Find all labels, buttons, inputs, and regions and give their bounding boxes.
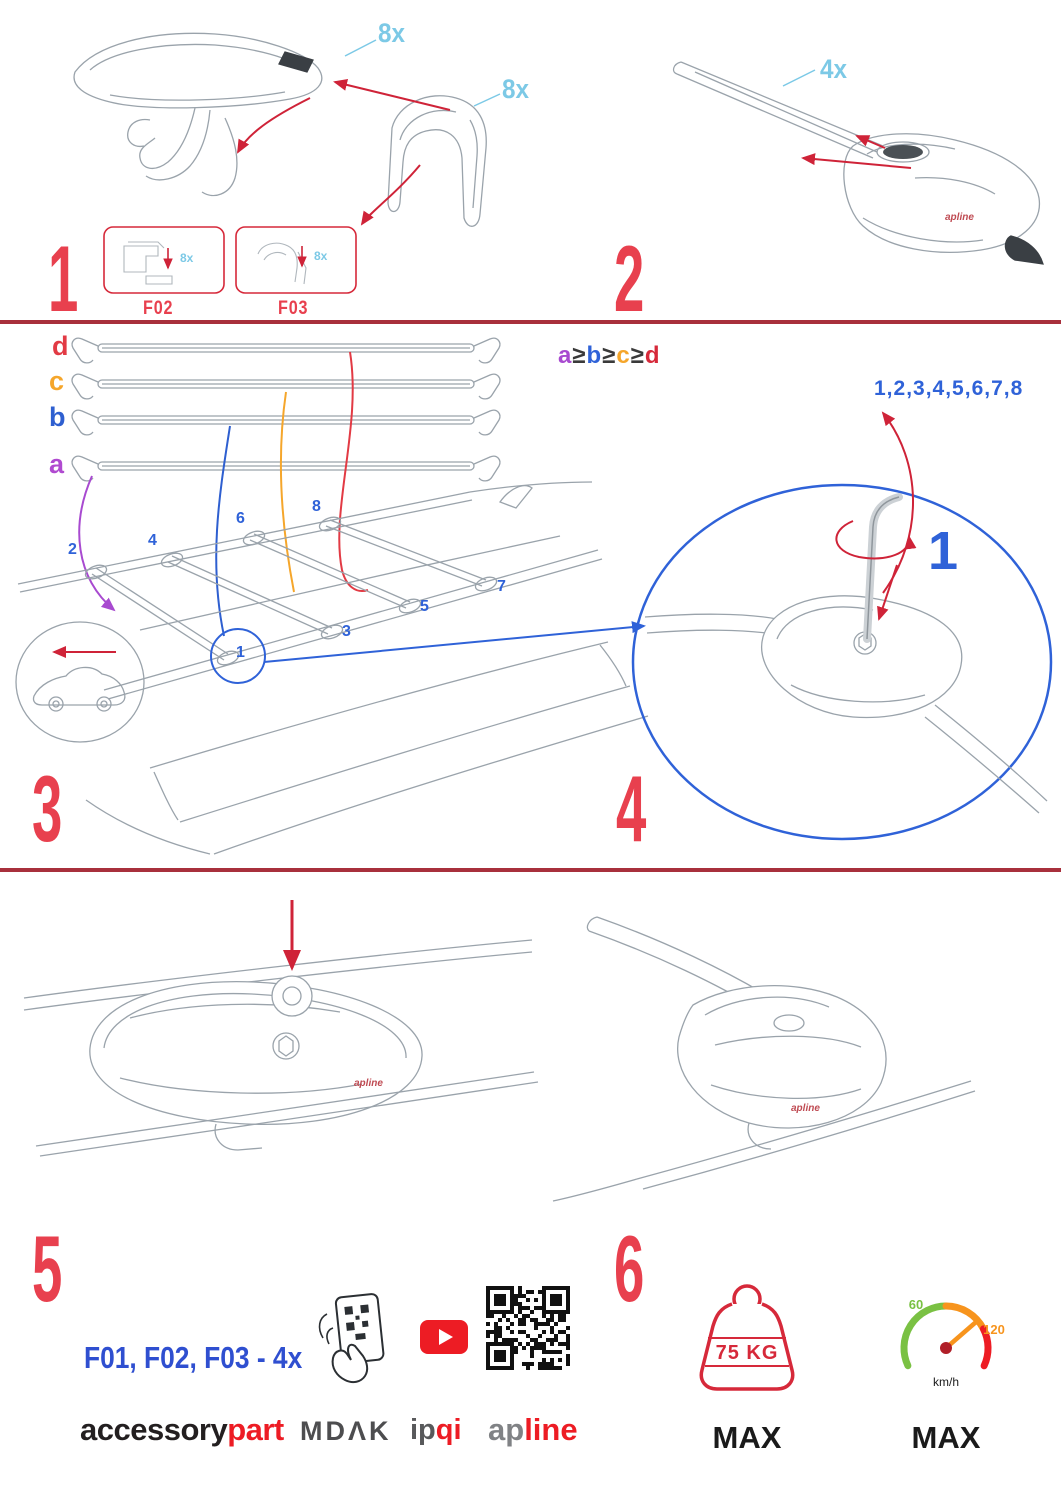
qty-label-endcap: 4x	[820, 54, 848, 84]
inset-arrows	[163, 246, 307, 270]
inset-1-part-code: F02	[143, 298, 174, 319]
position-6: 6	[236, 510, 245, 527]
bar-label-b: b	[49, 402, 66, 432]
youtube-icon	[420, 1320, 468, 1354]
fittings-quantity-note: F01, F02, F03 - 4x	[84, 1340, 303, 1375]
bar-insert-arrows	[801, 135, 912, 169]
position-5: 5	[420, 598, 429, 615]
car-roof-drawing	[17, 481, 649, 855]
clamp-brand-mark: apline	[354, 1078, 383, 1089]
inset-boxes	[103, 226, 357, 294]
gauge-needle	[943, 1319, 979, 1351]
position-8: 8	[312, 498, 321, 515]
formula-ge1: ≥	[572, 342, 587, 369]
bar-position-curves	[78, 351, 369, 637]
inset-2-part-code: F03	[278, 298, 309, 319]
qr-code	[486, 1286, 570, 1370]
inset-2-qty: 8x	[314, 249, 328, 263]
crossbar-b-drawing	[71, 409, 501, 436]
brand-ipqi-red: qi	[435, 1414, 462, 1446]
position-3: 3	[342, 623, 351, 640]
qty-leader-lines	[344, 39, 501, 107]
scan-phone-icon	[318, 1293, 385, 1384]
section-divider-2	[0, 868, 1061, 872]
cover-part-drawing	[387, 95, 487, 227]
step-1-number: 1	[48, 226, 79, 331]
brand-mdak: MDΛK	[300, 1416, 392, 1446]
bar-label-d: d	[52, 331, 69, 361]
brand-accessory-part-red: part	[227, 1412, 284, 1447]
step-4-number: 4	[616, 756, 647, 861]
position-4: 4	[148, 532, 157, 549]
step-5-number: 5	[32, 1216, 63, 1321]
clamp-brand-mark: apline	[945, 212, 974, 223]
brand-apline-gray: ap	[488, 1412, 525, 1447]
bar-label-c: c	[49, 366, 65, 396]
clamp-side-illustration: apline	[552, 916, 976, 1202]
callout-leader-line	[263, 621, 646, 663]
sequence-start-callout: 1	[928, 521, 959, 581]
step-3-number: 3	[32, 756, 63, 861]
max-load-value: 75 KG	[716, 1342, 779, 1364]
crossbar-d-drawing	[71, 337, 501, 364]
bar-with-clamp-drawing	[672, 61, 1044, 265]
knob-press-illustration: apline	[23, 900, 539, 1157]
max-load-label: MAX	[712, 1420, 782, 1455]
inset-1-qty: 8x	[180, 251, 194, 265]
step-1-illustration: 8x 8x	[73, 32, 501, 294]
step-2-illustration: apline	[672, 61, 1044, 265]
formula-ge3: ≥	[630, 342, 645, 369]
formula-a: a	[558, 342, 573, 369]
speed-min-value: 60	[909, 1297, 923, 1312]
crossbar-a-drawing	[71, 455, 501, 482]
brand-accessorypart: accessorypart	[80, 1414, 284, 1445]
formula-b: b	[586, 342, 603, 369]
clamp-front-drawing	[23, 939, 539, 1157]
formula-ge2: ≥	[602, 342, 617, 369]
car-direction-inset	[15, 621, 145, 743]
brand-apline: apline	[488, 1414, 578, 1445]
inset-part-drawings	[123, 241, 307, 285]
section-divider-1	[0, 320, 1061, 324]
qty-leader-line	[782, 69, 816, 87]
position-1: 1	[236, 644, 245, 661]
gauge-hub	[940, 1342, 952, 1354]
clamp-brand-mark: apline	[791, 1103, 820, 1114]
brand-accessory-part-black: accessory	[80, 1412, 228, 1447]
clamp-detail-drawing	[644, 595, 1048, 814]
speed-max-label: MAX	[911, 1420, 981, 1455]
tighten-arrows	[835, 411, 917, 621]
crossbar-c-drawing	[71, 373, 501, 400]
position-7: 7	[497, 578, 506, 595]
step-6-number: 6	[614, 1216, 645, 1321]
speed-max-value: 120	[983, 1322, 1005, 1337]
formula-c: c	[616, 342, 631, 369]
qty-label-pad: 8x	[378, 18, 406, 48]
tighten-sequence: 1,2,3,4,5,6,7,8	[874, 377, 1024, 400]
clamp-side-drawing	[552, 916, 976, 1202]
assembly-arrows	[237, 79, 451, 226]
step-2-number: 2	[614, 226, 645, 331]
brand-ipqi: ipqi	[410, 1416, 462, 1445]
position-2: 2	[68, 541, 77, 558]
clamp-detail-illustration	[631, 411, 1053, 841]
mounted-crossbars	[84, 516, 498, 666]
brand-apline-red: line	[524, 1412, 578, 1447]
max-load-icon: 75 KG	[699, 1284, 795, 1391]
speed-limit-icon: 60 120 km/h	[900, 1297, 1005, 1389]
formula-d: d	[644, 342, 661, 369]
speed-unit: km/h	[933, 1375, 959, 1389]
crossbars-roof-illustration	[15, 337, 649, 855]
detail-callout-ellipse	[631, 483, 1053, 841]
position-1-callout-circle	[210, 628, 266, 684]
bar-length-formula: a≥b≥c≥d	[558, 342, 661, 370]
bar-end-foot-drawing	[73, 32, 323, 197]
bar-label-a: a	[49, 449, 65, 479]
qty-label-cover: 8x	[502, 74, 530, 104]
brand-ipqi-gray: ip	[410, 1414, 436, 1446]
allen-key-drawing	[863, 493, 903, 643]
